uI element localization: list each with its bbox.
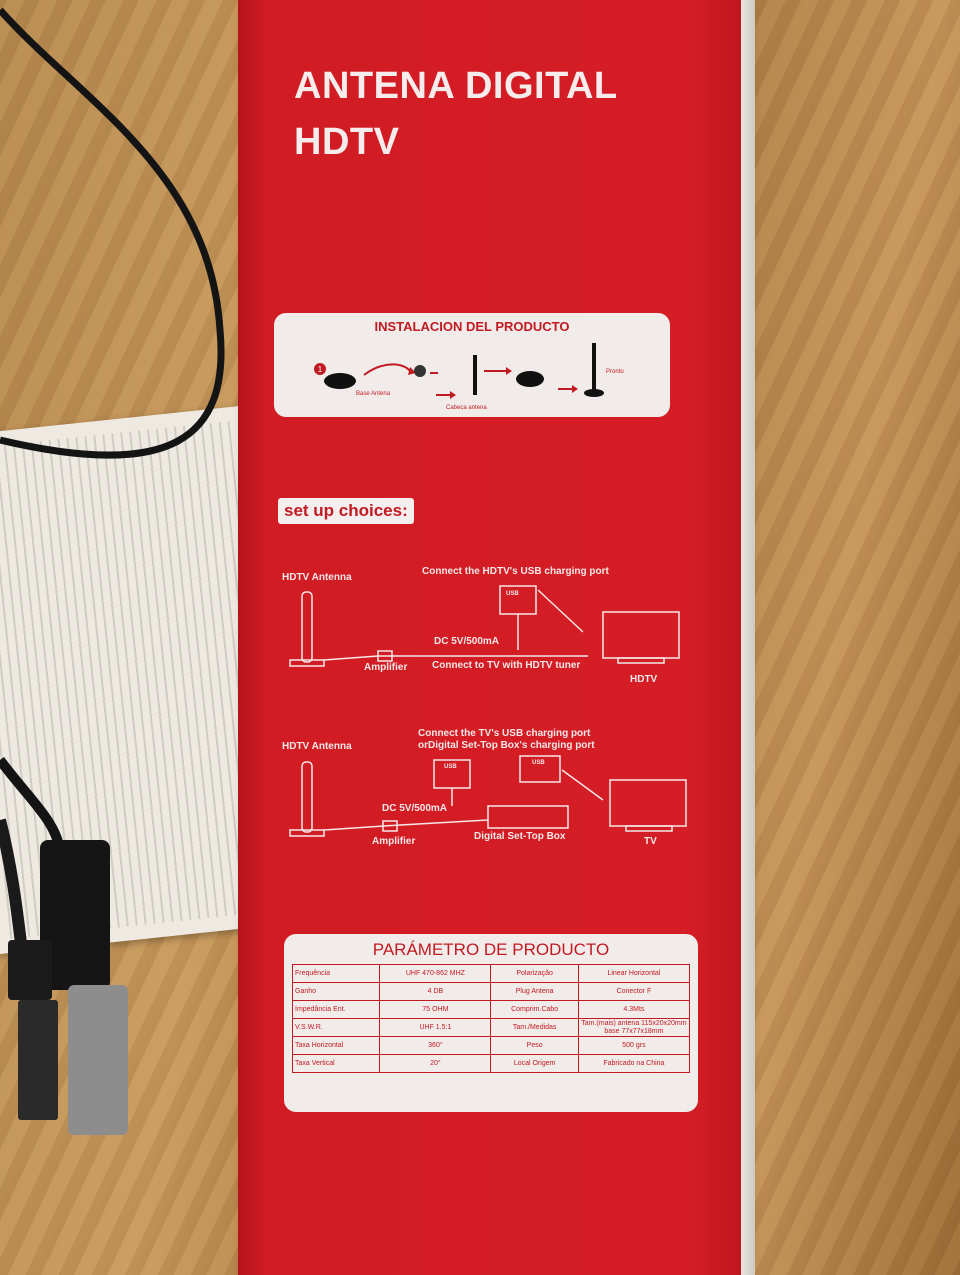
title-line-2: HDTV (294, 121, 400, 163)
antenna-ready-icon (592, 343, 596, 393)
antenna-head-icon (473, 355, 477, 395)
table-cell: Peso (490, 1036, 579, 1055)
table-cell: Linear Horizontal (577, 964, 691, 983)
setup-choices-badge: set up choices: (278, 498, 414, 524)
table-cell: Tam.(mais) antena 115x20x20mm base 77x77… (577, 1018, 691, 1037)
tv-screen-icon (609, 779, 687, 827)
table-cell: 75 OHM (379, 1000, 492, 1019)
diagram2-power-label: DC 5V/500mA (382, 803, 448, 814)
set-top-box-icon (487, 805, 569, 829)
usb-port-icon-3 (519, 755, 561, 783)
table-cell: Comprim.Cabo (490, 1000, 579, 1019)
table-cell: 4.3Mts (577, 1000, 691, 1019)
diagram1-usb-note: Connect the HDTV's USB charging port (422, 566, 609, 577)
diagram1-amplifier-label: Amplifier (364, 662, 408, 673)
step-number: 1 (318, 365, 323, 374)
installation-panel: INSTALACION DEL PRODUCTO 1 Base Antena C… (274, 313, 670, 417)
f-connector-body (40, 840, 110, 990)
table-cell: UHF 1.5:1 (379, 1018, 492, 1037)
hdtv-screen-icon (602, 611, 680, 659)
hdtv-antenna-icon-1 (301, 591, 313, 663)
product-box: ANTENA DIGITAL HDTV INSTALACION DEL PROD… (238, 0, 755, 1275)
diagram2-usb-label-1: USB (444, 764, 457, 770)
amplifier-icon-2 (382, 820, 398, 832)
table-cell: V.S.W.R. (291, 1018, 381, 1037)
antenna-assembly-icon (516, 371, 544, 387)
tv-stand-icon (625, 825, 673, 832)
table-cell: Ganho (291, 982, 381, 1001)
table-cell: Taxa Horizontal (291, 1036, 381, 1055)
table-cell: Local Origem (490, 1054, 579, 1073)
box-side-edge (741, 0, 755, 1275)
diagram2-stb-label: Digital Set-Top Box (474, 831, 566, 842)
diagram2-tv-label: TV (644, 836, 657, 847)
label-cabeca-antena: Cabeca antena (446, 405, 487, 411)
diagram1-antenna-label: HDTV Antenna (282, 572, 352, 583)
installation-illustration: 1 (314, 343, 604, 399)
diagram2-amplifier-label: Amplifier (372, 836, 416, 847)
antenna-base-2 (289, 829, 325, 837)
antenna-base-1 (289, 659, 325, 667)
diagram-2 (289, 755, 687, 837)
amplifier-icon-1 (377, 650, 393, 662)
label-pronto: Pronto (606, 369, 624, 375)
diagram1-usb-label: USB (506, 591, 519, 597)
table-cell: UHF 470-862 MHZ (379, 964, 492, 983)
connector-icon (414, 365, 426, 377)
hdtv-stand-icon (617, 657, 665, 664)
table-cell: Taxa Vertical (291, 1054, 381, 1073)
table-cell: 4 DB (379, 982, 492, 1001)
diagram2-usb-note-1: Connect the TV's USB charging port (418, 728, 591, 739)
step-number-circle (314, 363, 326, 375)
diagram2-usb-note-2: orDigital Set-Top Box's charging port (418, 740, 595, 751)
table-cell: Frequência (291, 964, 381, 983)
table-cell: Fabricado na China (577, 1054, 691, 1073)
diagram1-tuner-note: Connect to TV with HDTV tuner (432, 660, 581, 671)
table-cell: Plug Antena (490, 982, 579, 1001)
table-cell: Impedância Ent. (291, 1000, 381, 1019)
antenna-base-icon (324, 373, 356, 389)
hdtv-antenna-icon-2 (301, 761, 313, 833)
title-line-1: ANTENA DIGITAL (294, 65, 618, 107)
diagram1-tv-label: HDTV (630, 674, 658, 685)
table-cell: Polarização (490, 964, 579, 983)
table-cell: 500 grs (577, 1036, 691, 1055)
diagram1-power-label: DC 5V/500mA (434, 636, 500, 647)
product-title: ANTENA DIGITAL HDTV (294, 58, 618, 170)
diagram-1 (289, 585, 680, 667)
diagram2-usb-label-2: USB (532, 760, 545, 766)
table-cell: Tam./Medidas (490, 1018, 579, 1037)
f-connector-threaded (68, 985, 128, 1135)
table-cell: 360° (379, 1036, 492, 1055)
installation-title: INSTALACION DEL PRODUCTO (374, 319, 570, 334)
usb-plug-housing (8, 940, 52, 1000)
parameters-title: PARÁMETRO DE PRODUCTO (372, 940, 610, 959)
usb-plug-metal (18, 1000, 58, 1120)
table-cell: Conector F (577, 982, 691, 1001)
table-cell: 20° (379, 1054, 492, 1073)
setup-diagrams (289, 585, 687, 837)
label-base-antena: Base Antena (356, 391, 391, 397)
diagram2-antenna-label: HDTV Antenna (282, 741, 352, 752)
